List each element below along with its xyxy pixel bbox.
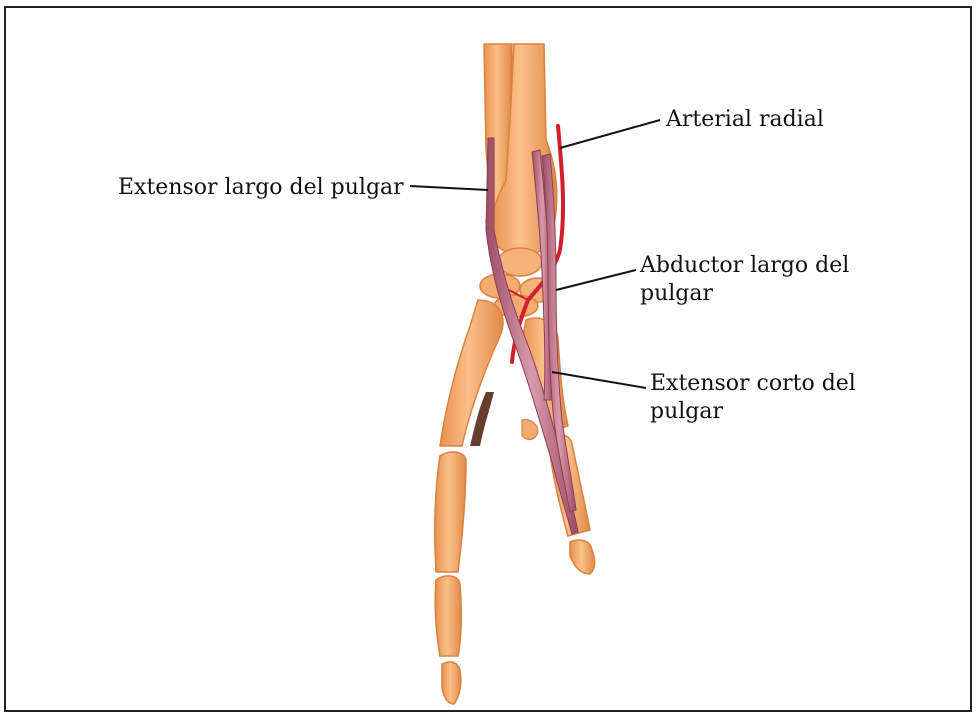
index-metacarpal [440, 300, 503, 446]
label-arterial-radial-text: Arterial radial [666, 106, 824, 134]
label-extensor-corto-del-pulgar: Extensor corto del pulgar [650, 370, 856, 426]
label-abductor-largo-del-pulgar: Abductor largo del pulgar [640, 252, 849, 308]
index-distal-phalanx [442, 662, 461, 704]
label-extensor-corto-line2: pulgar [650, 398, 856, 426]
label-extensor-largo-del-pulgar: Extensor largo del pulgar [118, 174, 404, 202]
index-proximal-phalanx [435, 452, 466, 572]
label-abductor-largo-line1: Abductor largo del [640, 252, 849, 280]
leader-extensor-corto [552, 372, 646, 388]
thumb-distal-phalanx [570, 540, 595, 574]
label-abductor-largo-line2: pulgar [640, 280, 849, 308]
label-extensor-corto-line1: Extensor corto del [650, 370, 856, 398]
carpal-1 [498, 248, 542, 276]
leader-extensor-largo [410, 186, 488, 190]
index-middle-phalanx [435, 576, 461, 656]
label-extensor-largo-text: Extensor largo del pulgar [118, 174, 404, 202]
label-arterial-radial: Arterial radial [666, 106, 824, 134]
leader-arterial-radial [560, 120, 660, 148]
thumb-sesamoid [522, 420, 538, 440]
index-finger [435, 300, 503, 704]
leader-abductor-largo [556, 270, 636, 290]
